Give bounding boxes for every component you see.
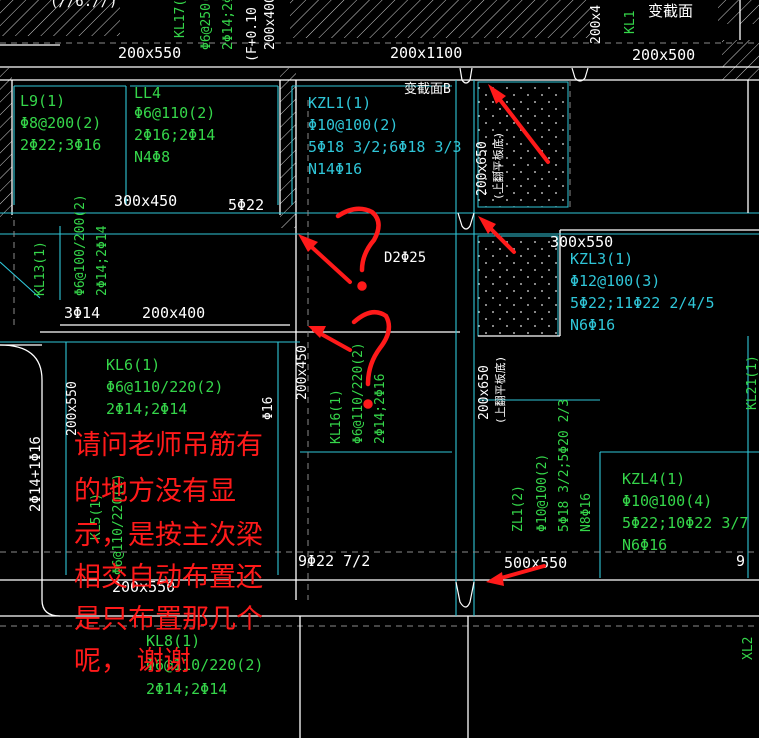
label-kzl4-bars: 5Φ22;10Φ22 3/7 bbox=[622, 514, 748, 532]
label-kzl3-side: N6Φ16 bbox=[570, 316, 615, 334]
label-kl17: KL17(1) bbox=[173, 0, 188, 38]
dim-9-right: 9 bbox=[736, 552, 745, 570]
dim-200x550-vert: 200x550 bbox=[65, 381, 80, 436]
label-top-right-text: 变截面 bbox=[648, 2, 693, 20]
label-kl16: KL16(1) bbox=[329, 389, 344, 444]
annotation-line-5: 是只布置那几个 bbox=[74, 604, 263, 635]
label-kl16-partial: Φ16 bbox=[261, 397, 276, 420]
label-kzl4: KZL4(1) bbox=[622, 470, 685, 488]
label-top-right-green: KL1 bbox=[623, 11, 638, 34]
label-kl17-size: 200x400 bbox=[263, 0, 278, 50]
label-ll4-stirrup: Φ6@110(2) bbox=[134, 104, 215, 122]
label-l9-bars: 2Φ22;3Φ16 bbox=[20, 136, 101, 154]
dim-500x550: 500x550 bbox=[504, 554, 567, 572]
question-mark-2 bbox=[351, 309, 392, 387]
dim-200x650-b: 200x650 bbox=[477, 365, 492, 420]
dim-top-right: 200x500 bbox=[632, 46, 695, 64]
label-kl8-bars: 2Φ14;2Φ14 bbox=[146, 680, 227, 698]
label-l9: L9(1) bbox=[20, 92, 65, 110]
dim-3phi14: 3Φ14 bbox=[64, 304, 100, 322]
label-right-vert: KL21(1) bbox=[745, 355, 759, 410]
label-kzl4-stirrup: Φ10@100(4) bbox=[622, 492, 712, 510]
label-kzl3-stirrup: Φ12@100(3) bbox=[570, 272, 660, 290]
question-mark-1 bbox=[335, 206, 381, 273]
dim-200x550-bottom: 200x550 bbox=[112, 578, 175, 596]
hatch-top-right bbox=[718, 0, 759, 24]
dim-200x450-vert: 200x450 bbox=[295, 345, 310, 400]
annotation-line-1: 请问老师吊筋有 bbox=[74, 430, 263, 461]
label-kl8-stirrup: Φ6@110/220(2) bbox=[146, 656, 263, 674]
label-zl1-bars: 5Φ18 3/2;5Φ20 2/3 bbox=[557, 399, 572, 532]
label-kl6-bars: 2Φ14;2Φ14 bbox=[106, 400, 187, 418]
label-kl5-partial: KL5(1) bbox=[89, 493, 104, 540]
label-ll4-side: N4Φ8 bbox=[134, 148, 170, 166]
label-kzl3-bars: 5Φ22;11Φ22 2/4/5 bbox=[570, 294, 715, 312]
label-zl1-stirrup: Φ10@100(2) bbox=[535, 454, 550, 532]
label-kl8: KL8(1) bbox=[146, 632, 200, 650]
dim-top-left: 200x550 bbox=[118, 44, 181, 62]
label-kl5-stirrup-partial: Φ6@110/220(2) bbox=[111, 473, 126, 575]
label-bianjiemian-b: 变截面B bbox=[404, 81, 451, 97]
label-kl6: KL6(1) bbox=[106, 356, 160, 374]
dim-200x650-b-note: (上翻平板底) bbox=[493, 356, 507, 424]
label-kl17-stirrup: Φ6@250(2) bbox=[199, 0, 214, 50]
dim-300x550: 300x550 bbox=[550, 233, 613, 251]
label-d2phi25: D2Φ25 bbox=[384, 250, 426, 266]
dim-5phi22: 5Φ22 bbox=[228, 196, 264, 214]
label-left-vert: 2Φ14+1Φ16 bbox=[28, 436, 44, 512]
label-zl1-side: N8Φ16 bbox=[579, 493, 594, 532]
label-kzl1-bars: 5Φ18 3/2;6Φ18 3/3 bbox=[308, 138, 462, 156]
slab-dots-lower bbox=[477, 235, 559, 337]
hatch-top-mid bbox=[290, 0, 590, 38]
label-kl13-bars: 2Φ14;2Φ14 bbox=[95, 225, 110, 296]
dim-300x450: 300x450 bbox=[114, 192, 177, 210]
label-kl16-stirrup: Φ6@110/220(2) bbox=[351, 342, 366, 444]
hatch-top-left bbox=[0, 0, 120, 36]
label-kzl1-side: N14Φ16 bbox=[308, 160, 362, 178]
label-top-left-partial: (//6.//) bbox=[50, 0, 117, 10]
label-kl13-stirrup: Φ6@100/200(2) bbox=[73, 194, 88, 296]
label-ll4-bars: 2Φ16;2Φ14 bbox=[134, 126, 215, 144]
label-kl13: KL13(1) bbox=[33, 241, 48, 296]
arrow-1 bbox=[492, 90, 550, 164]
label-kzl4-side: N6Φ16 bbox=[622, 536, 667, 554]
label-kzl1: KZL1(1) bbox=[308, 94, 371, 112]
label-top-right-vertical: 200x4 bbox=[589, 5, 604, 44]
label-kl16-bars: 2Φ14;2Φ16 bbox=[373, 374, 388, 444]
label-xl2: XL2 bbox=[741, 637, 756, 660]
label-ll4: LL4 bbox=[134, 84, 161, 102]
dim-9phi22-72: 9Φ22 7/2 bbox=[298, 552, 370, 570]
hatch-wall-left bbox=[0, 68, 12, 218]
dim-top-mid: 200x1100 bbox=[390, 44, 462, 62]
annotation-line-2: 的地方没有显 bbox=[74, 476, 236, 507]
label-l9-stirrup: Φ8@200(2) bbox=[20, 114, 101, 132]
label-kzl1-stirrup: Φ10@100(2) bbox=[308, 116, 398, 134]
annotation-line-4: 相交自动布置还 bbox=[74, 562, 263, 593]
dim-200x400: 200x400 bbox=[142, 304, 205, 322]
annotation-line-6: 呢， 谢谢 bbox=[74, 646, 191, 677]
dim-200x650-a-note: (上翻平板底) bbox=[491, 132, 505, 200]
label-zl1: ZL1(2) bbox=[511, 485, 526, 532]
slab-dots-upper bbox=[477, 81, 569, 208]
hatch-wall-col1 bbox=[280, 68, 296, 228]
label-kl17-bars: 2Φ14;2Φ14 bbox=[221, 0, 236, 50]
dim-200x650-a: 200x650 bbox=[475, 141, 490, 196]
annotation-line-3: 示，是按主次梁 bbox=[74, 520, 263, 551]
label-kzl3: KZL3(1) bbox=[570, 250, 633, 268]
label-kl6-stirrup: Φ6@110/220(2) bbox=[106, 378, 223, 396]
label-kl17-note: (F+0.10 bbox=[245, 7, 260, 62]
hatch-wall-right bbox=[722, 40, 759, 80]
